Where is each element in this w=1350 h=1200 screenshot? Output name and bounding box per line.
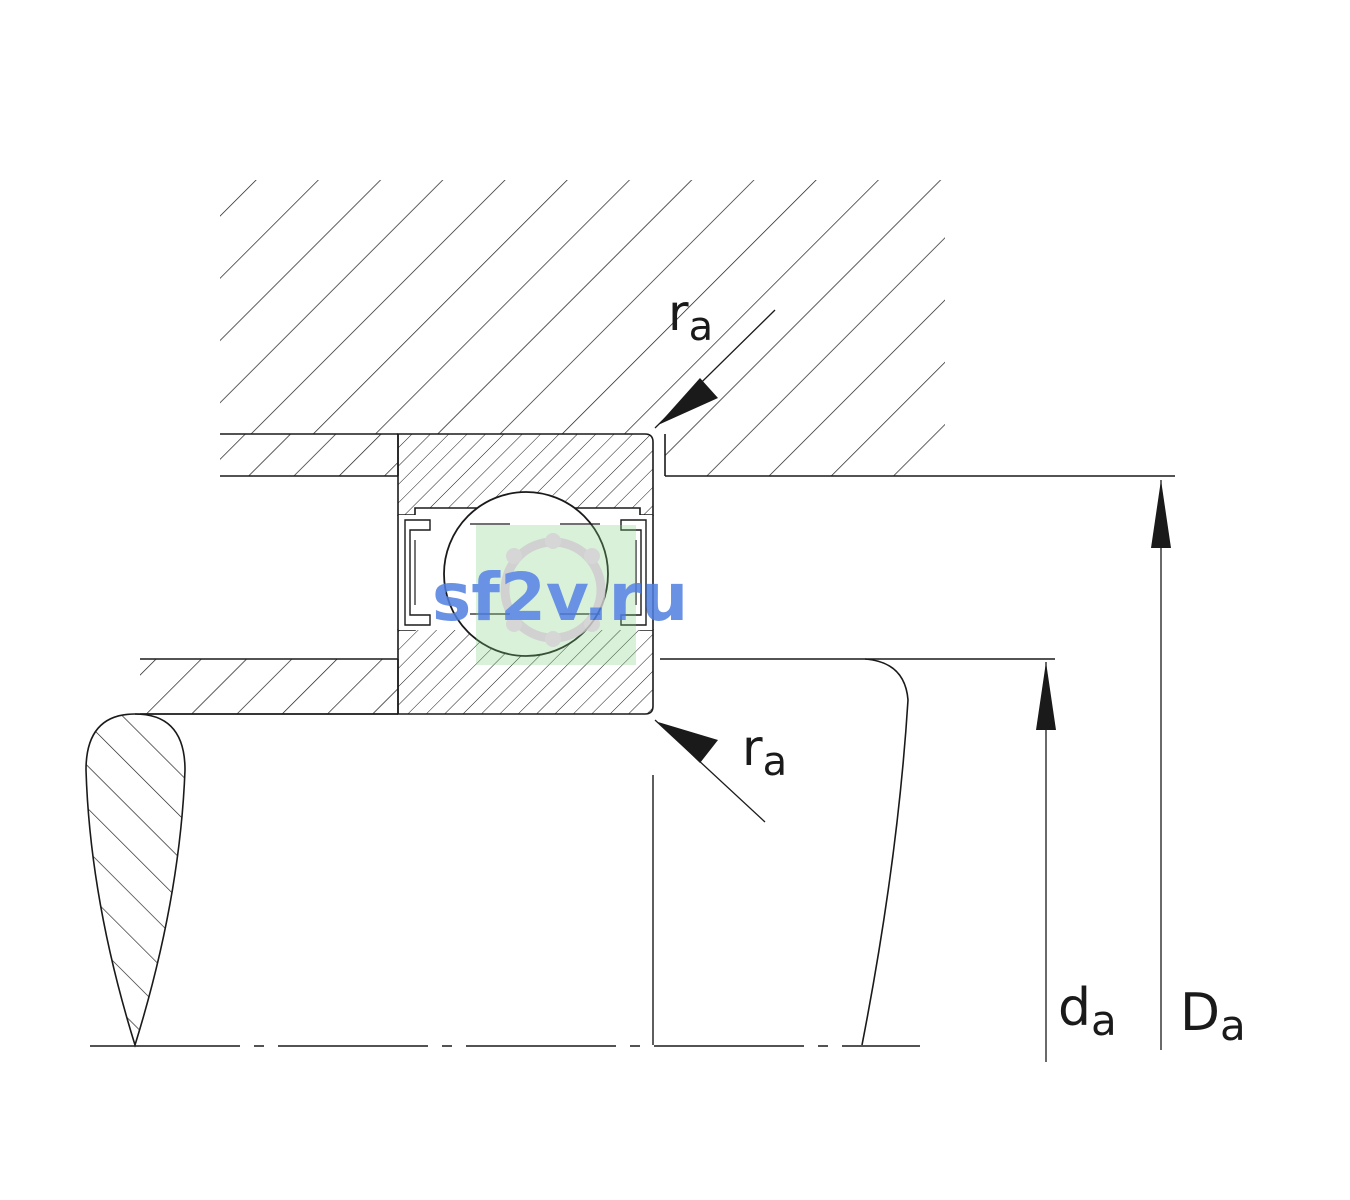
bearing-outer-ring	[397, 433, 654, 516]
inner-spacer-ring	[140, 658, 399, 715]
label-Da: Da	[1180, 983, 1246, 1050]
label-da: da	[1058, 978, 1117, 1045]
bearing-logo-icon	[476, 525, 636, 665]
da-dimension	[1036, 662, 1056, 1062]
watermark: sf2v.ru	[432, 525, 688, 665]
housing	[220, 180, 945, 476]
ra-bottom-leader	[654, 719, 766, 823]
Da-dimension	[1151, 480, 1171, 1050]
watermark-text: sf2v.ru	[432, 559, 688, 636]
label-ra-top: ra	[668, 284, 713, 350]
ra-top-leader	[654, 309, 776, 429]
outer-spacer-ring	[220, 433, 399, 477]
label-ra-bottom: ra	[742, 719, 787, 785]
bearing-ball	[443, 491, 609, 657]
shaft-section	[85, 713, 398, 1048]
shaft-shoulder	[660, 658, 1055, 1046]
